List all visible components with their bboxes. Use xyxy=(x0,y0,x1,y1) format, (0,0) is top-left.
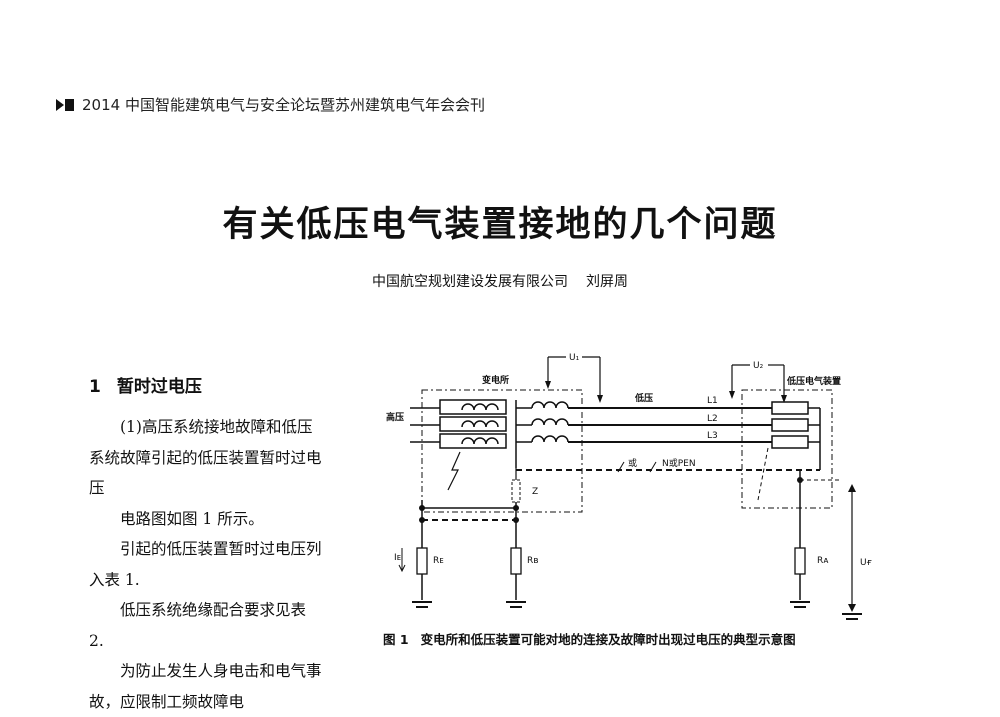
u2-bracket xyxy=(731,364,785,400)
u1-bracket xyxy=(547,356,601,400)
section-title: 暂时过电压 xyxy=(116,377,202,397)
rb-resistor xyxy=(510,547,522,575)
label-or: 或 xyxy=(628,457,637,469)
label-n-pen: N或PEN xyxy=(662,457,696,469)
affiliation: 中国航空规划建设发展有限公司 xyxy=(372,274,568,290)
ground-icons xyxy=(412,601,862,620)
body-text: (1)高压系统接地故障和低压系统故障引起的低压装置暂时过电压 电路图如图 1 所… xyxy=(89,412,325,717)
lv-installation-box xyxy=(741,389,833,509)
label-l3: L3 xyxy=(707,431,718,441)
re-resistor xyxy=(416,547,428,575)
paragraph: 引起的低压装置暂时过电压列入表 1. xyxy=(89,540,322,589)
load-return xyxy=(808,407,821,470)
neutral-tick xyxy=(649,461,657,473)
header-marker-icon xyxy=(56,98,74,111)
label-l1: L1 xyxy=(707,396,718,406)
circuit-diagram: U₁ U₂ 变电所 低压电气装置 高压 低压 L1 L2 L3 或 N或PEN … xyxy=(386,353,872,620)
hv-fault-icon xyxy=(447,451,461,491)
impedance-z xyxy=(511,479,521,503)
label-substation: 变电所 xyxy=(482,374,509,386)
label-lv: 低压 xyxy=(634,392,653,404)
ra-resistor xyxy=(794,547,806,575)
section-heading: 1 暂时过电压 xyxy=(89,372,202,397)
neutral-tick xyxy=(617,461,625,473)
lv-lines xyxy=(568,407,772,443)
load-resistors xyxy=(771,401,809,449)
label-hv: 高压 xyxy=(386,411,404,423)
paragraph: 为防止发生人身电击和电气事故，应限制工频故障电 xyxy=(89,662,322,711)
paragraph: (1)高压系统接地故障和低压系统故障引起的低压装置暂时过电压 xyxy=(89,418,322,497)
hv-feeders xyxy=(410,407,440,443)
label-uf: Uғ xyxy=(860,558,872,568)
label-ie: Iᴇ xyxy=(394,553,401,563)
section-number: 1 xyxy=(89,377,101,397)
author: 刘屏周 xyxy=(586,274,628,290)
label-l2: L2 xyxy=(707,414,718,424)
transformer-primary xyxy=(439,399,507,449)
lv-fault-icon xyxy=(757,447,769,501)
label-z: Z xyxy=(532,487,538,497)
substation-box xyxy=(421,389,583,513)
label-re: Rᴇ xyxy=(433,556,444,566)
label-lv-installation: 低压电气装置 xyxy=(786,375,841,387)
label-u2: U₂ xyxy=(753,361,764,371)
running-header: 2014 中国智能建筑电气与安全论坛暨苏州建筑电气年会会刊 xyxy=(56,94,485,115)
byline: 中国航空规划建设发展有限公司 刘屏周 xyxy=(0,271,1000,291)
paper-title: 有关低压电气装置接地的几个问题 xyxy=(222,205,778,245)
paragraph: 电路图如图 1 所示。 xyxy=(120,509,264,528)
label-ra: Rᴀ xyxy=(817,556,829,566)
paragraph: 低压系统绝缘配合要求见表 2. xyxy=(89,601,307,650)
caption-text: 变电所和低压装置可能对地的连接及故障时出现过电压的典型示意图 xyxy=(420,632,796,647)
figure-caption: 图 1 变电所和低压装置可能对地的连接及故障时出现过电压的典型示意图 xyxy=(383,629,796,648)
header-text: 2014 中国智能建筑电气与安全论坛暨苏州建筑电气年会会刊 xyxy=(82,96,485,114)
transformer-secondary xyxy=(515,400,569,468)
caption-number: 图 1 xyxy=(383,632,409,647)
label-rb: Rʙ xyxy=(527,556,538,566)
label-u1: U₁ xyxy=(569,353,580,363)
